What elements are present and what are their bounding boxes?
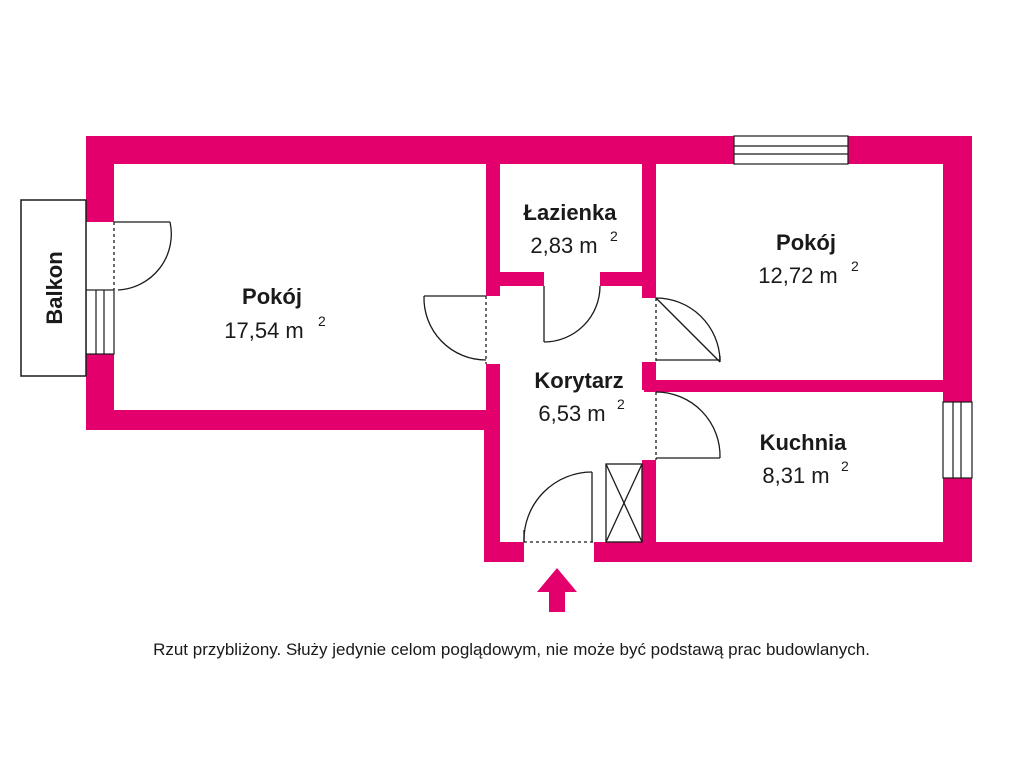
- room-name: Pokój: [242, 284, 302, 309]
- door-balcony: [113, 221, 172, 291]
- room-kuchnia: Kuchnia 8,31 m 2: [760, 430, 849, 488]
- room-name: Łazienka: [524, 200, 618, 225]
- room-area-exponent: 2: [841, 458, 849, 474]
- door-entrance: [523, 471, 594, 543]
- door-bathroom: [543, 285, 601, 343]
- walls: [86, 136, 972, 562]
- room-area-exponent: 2: [610, 228, 618, 244]
- room-korytarz: Korytarz 6,53 m 2: [534, 368, 625, 426]
- room-area: 8,31 m: [762, 463, 829, 488]
- floor-plan: Balkon: [20, 135, 973, 612]
- arrow-up-icon: [537, 568, 577, 612]
- window-right: [942, 401, 973, 479]
- room-pokoj-large: Pokój 17,54 m 2: [224, 284, 326, 343]
- room-area-exponent: 2: [851, 258, 859, 274]
- door-small-room: [655, 297, 721, 363]
- room-pokoj-small: Pokój 12,72 m 2: [758, 230, 859, 288]
- disclaimer-text: Rzut przybliżony. Służy jedynie celom po…: [153, 640, 870, 659]
- room-area: 17,54 m: [224, 318, 304, 343]
- door-kitchen: [655, 391, 721, 460]
- door-large-room: [423, 295, 487, 364]
- doors: [113, 221, 721, 543]
- room-lazienka: Łazienka 2,83 m 2: [524, 200, 618, 258]
- room-area-exponent: 2: [318, 313, 326, 329]
- room-name: Korytarz: [534, 368, 623, 393]
- room-area: 6,53 m: [538, 401, 605, 426]
- balcony: Balkon: [20, 199, 87, 377]
- window-left: [85, 289, 115, 355]
- window-top: [733, 135, 849, 165]
- room-name: Kuchnia: [760, 430, 848, 455]
- room-name: Pokój: [776, 230, 836, 255]
- ventilation-shaft: [605, 463, 643, 543]
- balcony-label: Balkon: [42, 251, 67, 324]
- room-area: 12,72 m: [758, 263, 838, 288]
- room-area: 2,83 m: [530, 233, 597, 258]
- room-area-exponent: 2: [617, 396, 625, 412]
